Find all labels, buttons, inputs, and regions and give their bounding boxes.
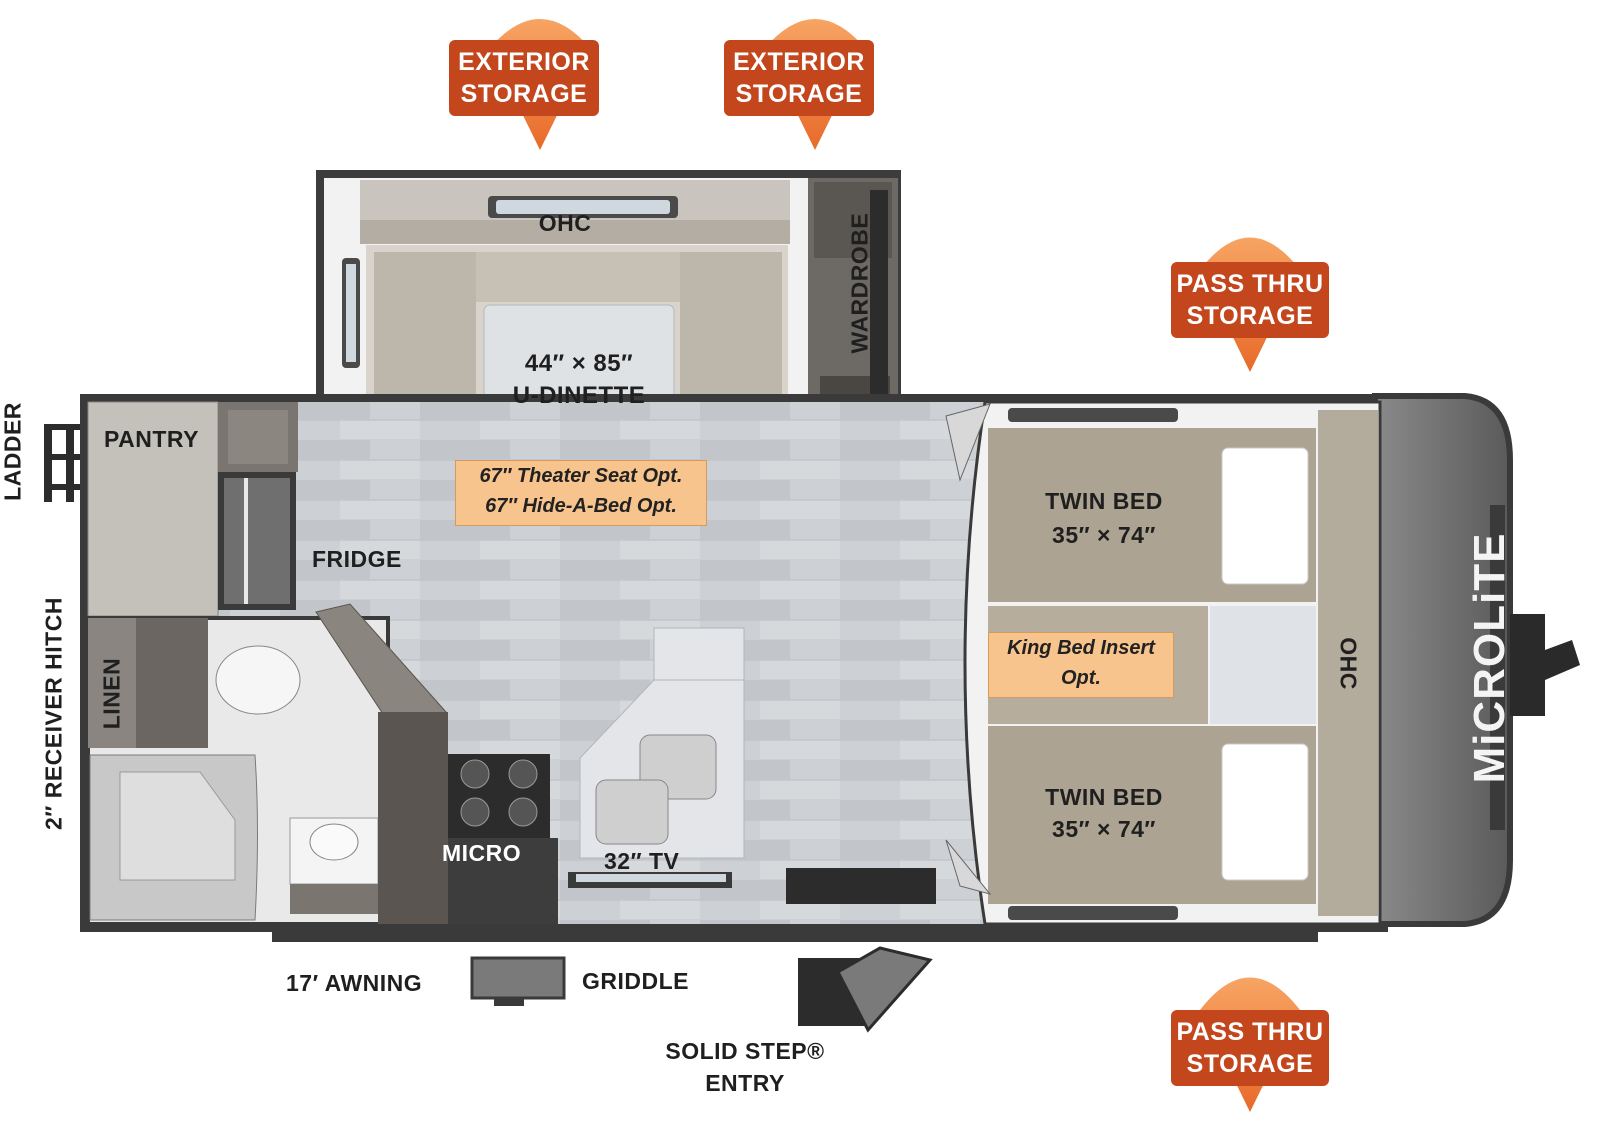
twin-bed-top-name: TWIN BED xyxy=(1045,488,1163,514)
ohc-dinette-label: OHC xyxy=(538,210,592,236)
tv-label: 32″ TV xyxy=(604,848,680,874)
king-bed-option-box: King Bed Insert Opt. xyxy=(988,632,1174,698)
dinette-name-label: U-DINETTE xyxy=(512,382,646,409)
dinette-options-box: 67″ Theater Seat Opt. 67″ Hide-A-Bed Opt… xyxy=(455,460,707,526)
slide-out-room xyxy=(316,170,901,462)
twin-bed-bottom-size: 35″ × 74″ xyxy=(1052,816,1156,842)
pass-thru-storage-label-top: PASS THRU STORAGE xyxy=(1176,270,1324,330)
exterior-storage-label-1: EXTERIOR STORAGE xyxy=(458,48,590,108)
king-bed-option-line1: King Bed Insert xyxy=(1007,637,1155,659)
badge-pass-thru-bottom xyxy=(1171,977,1329,1112)
badge-exterior-storage-1 xyxy=(449,19,599,150)
rear-area xyxy=(86,401,390,926)
dinette-size-label: 44″ × 85″ xyxy=(524,350,634,377)
theater-seat-option: 67″ Theater Seat Opt. xyxy=(479,465,683,487)
pass-thru-storage-label-bottom: PASS THRU STORAGE xyxy=(1176,1018,1324,1078)
badge-pass-thru-top xyxy=(1171,237,1329,372)
twin-bed-top-size: 35″ × 74″ xyxy=(1052,522,1156,548)
brand-logo: MiCROLiTE xyxy=(1465,532,1514,784)
king-bed-option-line2: Opt. xyxy=(1061,667,1101,689)
pantry-label: PANTRY xyxy=(104,426,199,452)
kitchen xyxy=(315,603,936,924)
receiver-hitch-label: 2″ RECEIVER HITCH xyxy=(40,597,67,830)
twin-bed-bottom-name: TWIN BED xyxy=(1045,784,1163,810)
entry-label: ENTRY xyxy=(705,1070,785,1096)
griddle-label: GRIDDLE xyxy=(582,968,689,994)
ohc-front-label: OHC xyxy=(1335,637,1362,690)
hide-a-bed-option: 67″ Hide-A-Bed Opt. xyxy=(485,495,677,517)
awning-label: 17′ AWNING xyxy=(286,970,423,996)
solid-step-label: SOLID STEP® xyxy=(665,1038,825,1064)
exterior-storage-label-2: EXTERIOR STORAGE xyxy=(733,48,865,108)
badge-exterior-storage-2 xyxy=(724,19,874,150)
front-cap xyxy=(1372,393,1580,927)
exterior xyxy=(44,424,1318,1033)
linen-label: LINEN xyxy=(98,657,125,730)
ladder-label: LADDER xyxy=(0,402,26,501)
micro-label: MICRO xyxy=(442,840,522,866)
fridge-label: FRIDGE xyxy=(312,546,402,572)
wardrobe-label: WARDROBE xyxy=(846,212,873,354)
